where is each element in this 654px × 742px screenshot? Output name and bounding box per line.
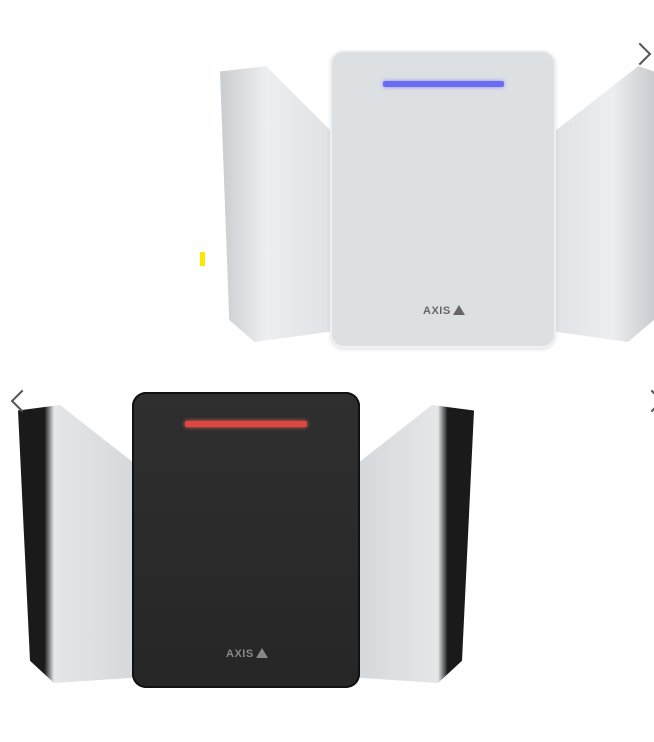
carousel-slide-black: AXIS xyxy=(0,370,654,742)
chevron-left-icon[interactable] xyxy=(10,389,34,413)
chevron-right-icon[interactable] xyxy=(628,42,652,66)
reader-panel-white xyxy=(330,50,556,348)
right-wing xyxy=(550,66,654,342)
reader-panel-black xyxy=(132,392,360,688)
carousel-slide-white: AXIS xyxy=(0,0,654,370)
chevron-right-icon[interactable] xyxy=(640,389,654,413)
right-wing xyxy=(354,405,474,683)
left-wing xyxy=(18,405,138,683)
slide-indicator xyxy=(200,252,205,266)
axis-logo: AXIS xyxy=(423,305,465,317)
left-wing xyxy=(220,66,335,342)
axis-logo: AXIS xyxy=(226,648,268,660)
led-bar-red xyxy=(185,421,307,427)
led-bar-blue xyxy=(383,81,504,87)
